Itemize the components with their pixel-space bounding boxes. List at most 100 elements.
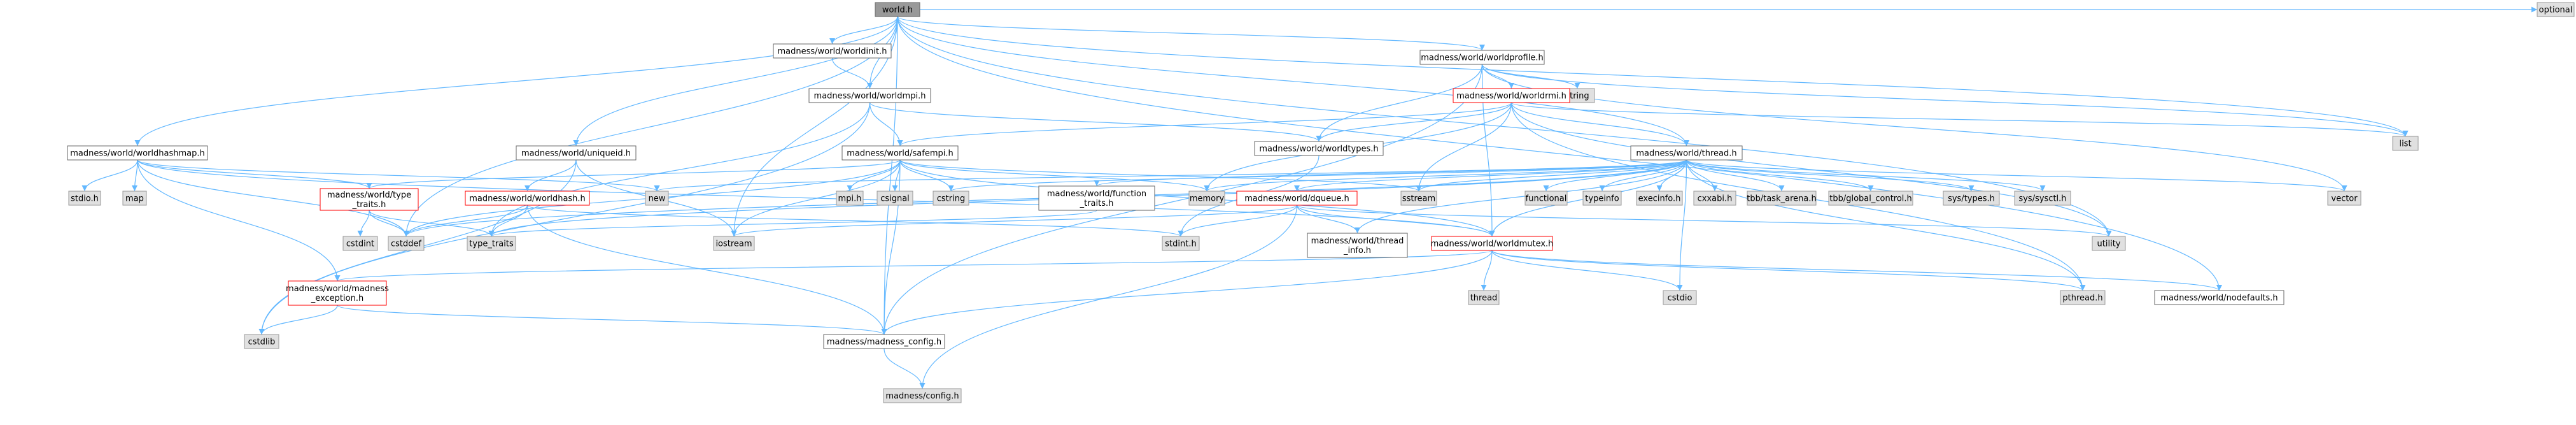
node-cstdlib: cstdlib bbox=[244, 334, 279, 349]
node-box bbox=[1636, 191, 1683, 206]
node-cstdio: cstdio bbox=[1663, 290, 1697, 305]
edge-worldhashmap-to-exception bbox=[137, 159, 341, 282]
node-box bbox=[467, 236, 516, 251]
edge-worldmpi-to-worldtypes bbox=[869, 102, 1322, 142]
node-tbbglobal: tbb/global_control.h bbox=[1828, 191, 1913, 206]
node-worldmpi[interactable]: madness/world/worldmpi.h bbox=[808, 88, 931, 103]
node-label: thread bbox=[1470, 294, 1498, 303]
node-box bbox=[875, 2, 920, 17]
edge-thread-to-memory bbox=[1204, 159, 1687, 192]
edge-root-to-uniqueid bbox=[573, 16, 898, 147]
edge-uniqueid-to-worldhash bbox=[524, 159, 577, 192]
node-label: list bbox=[2399, 140, 2411, 149]
node-label: madness/world/worldinit.h bbox=[778, 47, 887, 57]
node-box bbox=[2154, 290, 2284, 305]
node-box bbox=[713, 236, 755, 251]
node-uniqueid[interactable]: madness/world/uniqueid.h bbox=[516, 145, 637, 161]
node-label: utility bbox=[2097, 240, 2121, 249]
node-root[interactable]: world.h bbox=[875, 2, 920, 17]
node-thread[interactable]: madness/world/thread.h bbox=[1630, 145, 1743, 161]
node-label: madness/world/worldtypes.h bbox=[1259, 145, 1378, 154]
node-worldhashmap[interactable]: madness/world/worldhashmap.h bbox=[67, 145, 208, 161]
edge-root-to-worldhashmap bbox=[134, 16, 898, 147]
node-stdio: stdio.h bbox=[68, 191, 101, 206]
node-worldprofile[interactable]: madness/world/worldprofile.h bbox=[1419, 50, 1545, 65]
edge-dqueue-to-stdint bbox=[1178, 205, 1298, 237]
edge-thread-to-new bbox=[654, 159, 1687, 192]
node-new: new bbox=[645, 191, 669, 206]
node-box bbox=[2060, 290, 2106, 305]
node-list: list bbox=[2392, 136, 2419, 151]
node-cxxabi: cxxabi.h bbox=[1693, 191, 1736, 206]
node-box bbox=[288, 280, 387, 306]
node-worldrmi[interactable]: madness/world/worldrmi.h bbox=[1453, 88, 1570, 103]
edge-dqueue-to-threadinfo bbox=[1296, 205, 1360, 234]
node-box bbox=[1747, 191, 1817, 206]
edge-worldinit-to-worldmpi bbox=[831, 57, 873, 89]
node-label: sstream bbox=[1402, 194, 1435, 204]
node-label: world.h bbox=[882, 6, 913, 15]
edge-worldmpi-to-safempi bbox=[869, 102, 903, 147]
node-box bbox=[1188, 191, 1225, 206]
node-box bbox=[823, 334, 945, 349]
edge-worldhashmap-to-stdio bbox=[81, 159, 138, 192]
node-box bbox=[1630, 145, 1743, 161]
node-box bbox=[883, 388, 962, 403]
node-memory: memory bbox=[1188, 191, 1225, 206]
edge-worldprofile-to-worldrmi bbox=[1481, 64, 1514, 89]
node-box bbox=[1524, 191, 1568, 206]
edge-typetraits1-to-type_traits bbox=[369, 210, 495, 237]
node-madnessconfig[interactable]: madness/madness_config.h bbox=[823, 334, 945, 349]
node-label: string bbox=[1565, 92, 1589, 101]
node-label: vector bbox=[2331, 194, 2358, 204]
node-box bbox=[1582, 191, 1622, 206]
node-stdint: stdint.h bbox=[1162, 236, 1200, 251]
node-cstddef: cstddef bbox=[388, 236, 425, 251]
edge-root-to-worldprofile bbox=[897, 16, 1485, 51]
node-worldtypes[interactable]: madness/world/worldtypes.h bbox=[1254, 141, 1384, 156]
edge-dqueue-to-iostream bbox=[731, 205, 1298, 237]
edge-safempi-to-madnessconfig bbox=[881, 159, 901, 335]
node-box bbox=[68, 191, 101, 206]
node-tbbarena: tbb/task_arena.h bbox=[1747, 191, 1817, 206]
node-box bbox=[1236, 191, 1358, 206]
node-label: memory bbox=[1190, 194, 1225, 204]
edge-typetraits1-to-cstdint bbox=[357, 210, 370, 237]
node-nodefaults[interactable]: madness/world/nodefaults.h bbox=[2154, 290, 2284, 305]
node-box bbox=[1162, 236, 1200, 251]
node-functiontraits[interactable]: madness/world/function_traits.h bbox=[1038, 185, 1155, 211]
edge-thread-to-cstring bbox=[948, 159, 1687, 192]
node-worldmutex[interactable]: madness/world/worldmutex.h bbox=[1431, 236, 1554, 251]
edge-functiontraits-to-type_traits bbox=[488, 210, 1097, 237]
edge-worldhashmap-to-worldmutex bbox=[137, 159, 1495, 237]
edge-worldmpi-to-type_traits bbox=[488, 102, 871, 237]
node-label: iostream bbox=[715, 240, 752, 249]
node-typeinfo: typeinfo bbox=[1582, 191, 1622, 206]
edge-worldrmi-to-list bbox=[1510, 102, 2409, 137]
node-box bbox=[808, 88, 931, 103]
edge-safempi-to-memory bbox=[899, 159, 1210, 192]
node-cstdint: cstdint bbox=[342, 236, 378, 251]
edge-worldmutex-to-threadext bbox=[1481, 250, 1493, 291]
node-box bbox=[67, 145, 208, 161]
node-exception[interactable]: madness/world/madness_exception.h bbox=[286, 280, 389, 306]
node-threadinfo[interactable]: madness/world/thread_info.h bbox=[1307, 233, 1408, 258]
edge-worldprofile-to-worldtypes bbox=[1316, 64, 1483, 142]
node-box bbox=[1943, 191, 2000, 206]
node-box bbox=[342, 236, 378, 251]
edge-thread-to-threadinfo bbox=[1355, 159, 1687, 234]
node-dqueue[interactable]: madness/world/dqueue.h bbox=[1236, 191, 1358, 206]
node-label: madness/world/madness bbox=[286, 284, 389, 294]
node-typetraits1[interactable]: madness/world/type_traits.h bbox=[320, 188, 419, 211]
node-worldhash[interactable]: madness/world/worldhash.h bbox=[465, 191, 590, 206]
node-box bbox=[2014, 191, 2071, 206]
node-box bbox=[1431, 236, 1553, 251]
node-worldinit[interactable]: madness/world/worldinit.h bbox=[773, 43, 892, 59]
node-safempi[interactable]: madness/world/safempi.h bbox=[841, 145, 959, 161]
edge-thread-to-pthread bbox=[1686, 159, 2086, 291]
node-label: cstdint bbox=[346, 240, 374, 249]
node-label: csignal bbox=[880, 194, 910, 204]
edge-dqueue-to-utility bbox=[1296, 205, 2112, 237]
edge-worldhash-to-stdint bbox=[526, 205, 1184, 237]
